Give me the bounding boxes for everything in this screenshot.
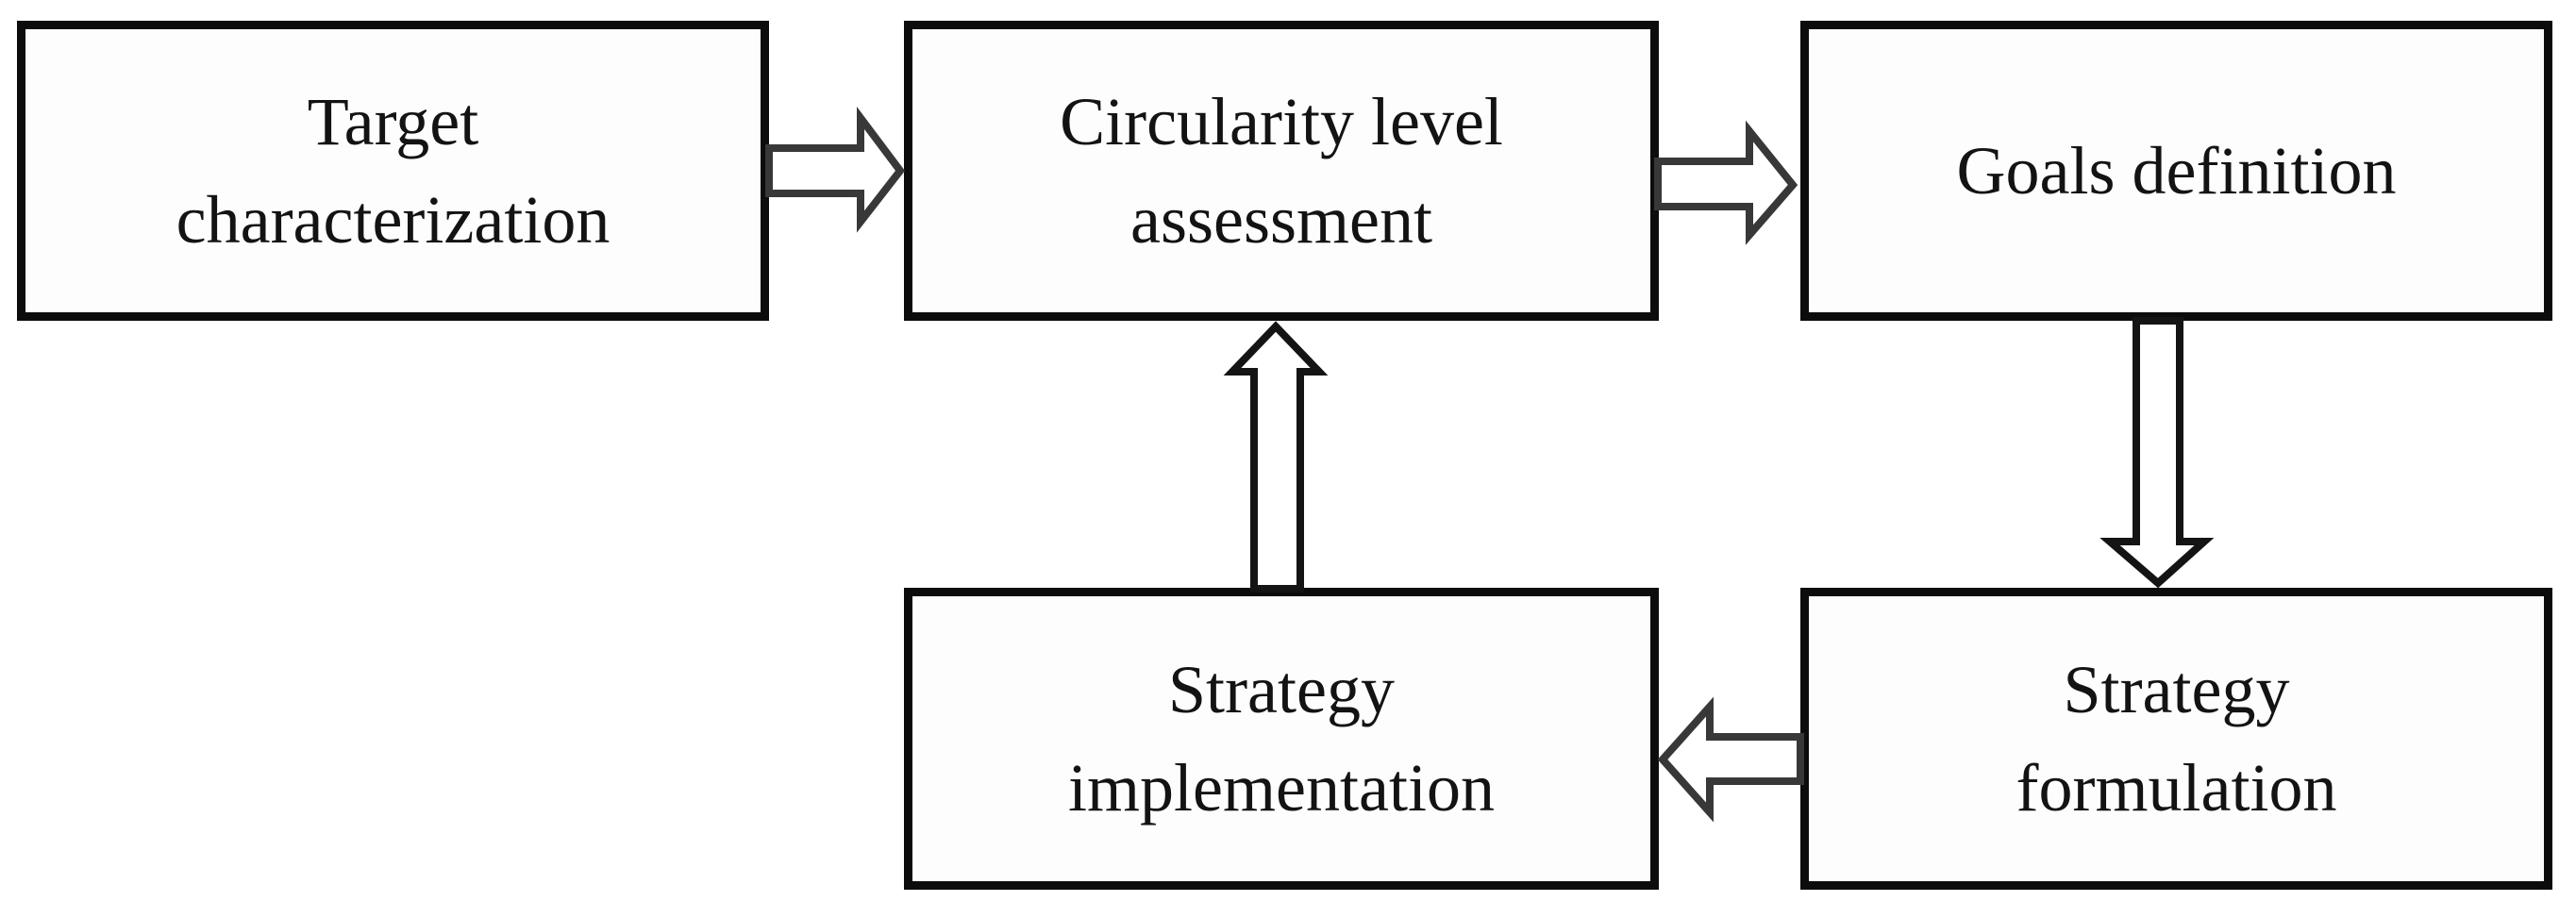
node-label: Circularity level assessment [1060,83,1503,258]
arrow-left-formulation-to-implementation-icon [1657,696,1804,823]
node-label: Strategy implementation [1068,651,1495,826]
node-label: Strategy formulation [2016,651,2337,826]
arrow-up-implementation-to-assessment-icon [1223,321,1329,593]
node-target-characterization: Target characterization [17,21,769,321]
arrow-right-assessment-to-goals-icon [1654,120,1798,245]
arrow-right-characterization-to-assessment-icon [765,107,906,233]
node-label: Goals definition [1956,132,2397,209]
node-strategy-implementation: Strategy implementation [904,588,1659,890]
node-label: Target characterization [176,83,611,258]
node-strategy-formulation: Strategy formulation [1800,588,2552,890]
node-goals-definition: Goals definition [1800,21,2552,321]
arrow-down-goals-to-formulation-icon [2099,317,2215,589]
node-circularity-level-assessment: Circularity level assessment [904,21,1659,321]
